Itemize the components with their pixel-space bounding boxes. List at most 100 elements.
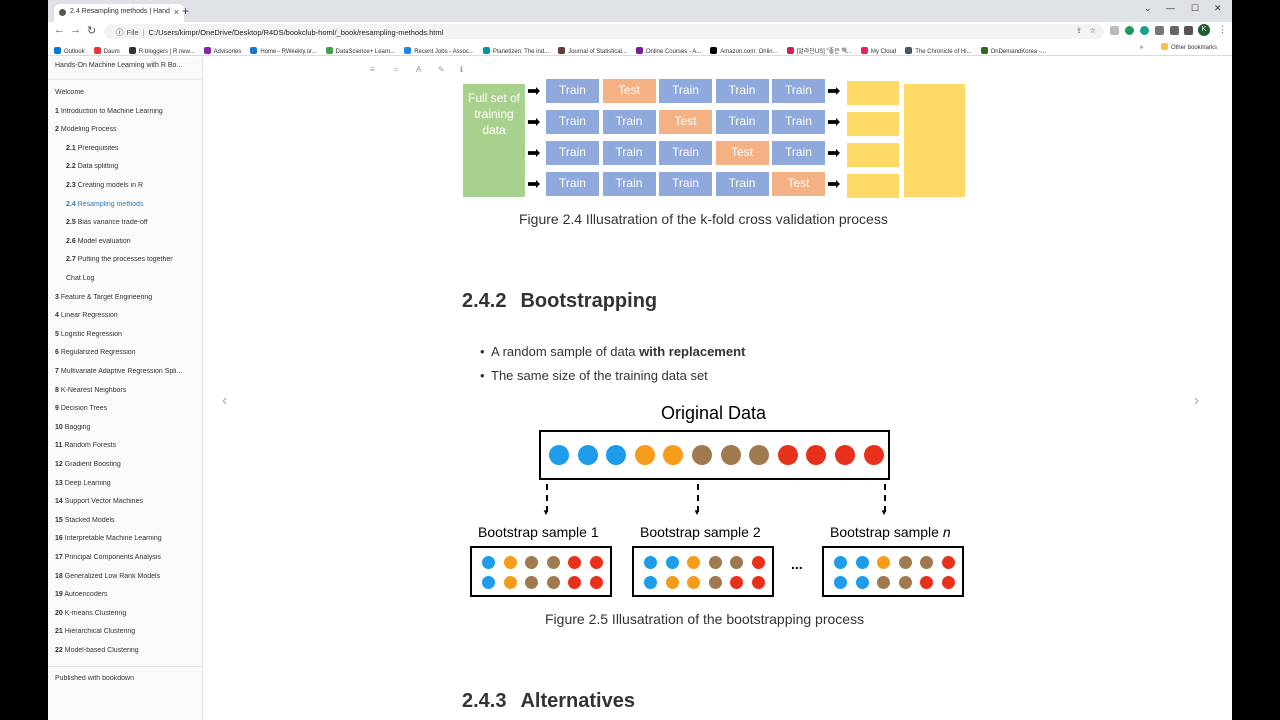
book-title[interactable]: Hands-On Machine Learning with R Bo... [48,57,202,80]
extensions-puzzle-icon[interactable] [1170,26,1179,35]
bookmark-item[interactable]: Outlook [54,44,85,55]
bookmark-item[interactable]: Amazon.com: Onlin... [710,44,778,55]
next-page-icon[interactable]: › [1194,392,1200,409]
bookmark-star-icon[interactable]: ☆ [1089,26,1096,35]
data-point-dot [665,576,679,589]
forward-icon[interactable]: → [70,24,81,36]
bookmark-item[interactable]: Advisories [203,44,241,55]
toc-item[interactable]: Welcome [55,89,200,96]
toc-item[interactable]: 14 Support Vector Machines [55,498,200,505]
toc-item[interactable]: 2.2 Data splitting [66,163,211,170]
bookmark-favicon-icon [980,47,988,54]
other-bookmarks[interactable]: Other bookmarks [1160,40,1217,55]
toc-item[interactable]: 6 Regularized Regression [55,349,200,356]
bookmark-item[interactable]: The Chronicle of Hi... [905,44,972,55]
arrow-icon: ➡ [827,145,841,162]
bullet-text: A random sample of data [491,344,640,359]
extension-icon[interactable] [1110,26,1119,35]
bookmark-item[interactable]: Journal of Statistical... [558,44,627,55]
toc-item[interactable]: 4 Linear Regression [55,312,200,319]
close-window-icon[interactable]: ✕ [1214,3,1222,13]
original-data-box [539,430,890,480]
chevron-down-icon[interactable]: ⌄ [1144,3,1152,13]
bookmark-label: R-bloggers | R new... [138,49,195,55]
menu-kebab-icon[interactable]: ⋮ [1218,24,1227,34]
info-icon[interactable]: ℹ [460,65,464,74]
maximize-icon[interactable]: ☐ [1191,3,1200,13]
toc-item-label: Putting the processes together [77,256,173,264]
minimize-icon[interactable]: — [1166,3,1175,13]
toc-item[interactable]: 10 Bagging [55,424,200,431]
toc-item[interactable]: 5 Logistic Regression [55,331,200,338]
toc-item[interactable]: 19 Autoencoders [55,591,200,598]
close-tab-icon[interactable]: × [173,7,179,17]
bookmarks-overflow-icon[interactable]: » [1139,45,1143,51]
reload-icon[interactable]: ↻ [87,25,97,37]
toc-item-label: Introduction to Machine Learning [60,107,163,115]
toc-item[interactable]: 2.3 Creating models in R [66,182,211,189]
data-point-dot [898,556,912,569]
toc-item[interactable]: 11 Random Forests [55,442,200,449]
extension-screen-icon[interactable] [1155,26,1164,35]
toc-item[interactable]: 1 Introduction to Machine Learning [55,108,200,115]
toc-item[interactable]: Chat Log [66,275,211,282]
toc-item-label: Linear Regression [60,312,118,320]
toc-item[interactable]: 3 Feature & Target Engineering [55,294,200,301]
bookmark-item[interactable]: My Cloud [860,44,896,55]
toc-item[interactable]: 12 Gradient Boosting [55,461,200,468]
toc-item[interactable]: 2 Modeling Process [55,126,200,133]
toc-item[interactable]: 2.7 Putting the processes together [66,256,211,263]
train-fold: Train [602,141,656,165]
share-icon[interactable]: ⇪ [1075,26,1082,35]
fold-performance-box [847,81,899,105]
toc-item[interactable]: 16 Interpretable Machine Learning [55,535,200,542]
previous-page-icon[interactable]: ‹ [222,392,228,409]
bookmark-item[interactable]: OnDemandKorea -... [980,44,1046,55]
bookmark-item[interactable]: [알라딘US] "좋은 책... [786,44,852,55]
bookmark-item[interactable]: Daum [93,44,120,55]
grammarly-icon[interactable] [1125,26,1134,35]
extension-drop-icon[interactable] [1140,26,1149,35]
published-with-link[interactable]: Published with bookdown [55,675,134,682]
toc-item[interactable]: 18 Generalized Low Rank Models [55,573,200,580]
bookmark-item[interactable]: R-bloggers | R new... [128,44,195,55]
data-point-dot [898,576,912,589]
toc-item[interactable]: 2.5 Bias variance trade-off [66,219,211,226]
toc-item[interactable]: 13 Deep Learning [55,480,200,487]
toc-item[interactable]: 17 Principal Components Analysis [55,554,200,561]
toc-item[interactable]: 2.6 Model evaluation [66,238,211,245]
toc-item[interactable]: 22 Model-based Clustering [55,647,200,654]
bookmark-item[interactable]: Recent Jobs - Assoc... [404,44,474,55]
toc-item[interactable]: 7 Multivariate Adaptive Regression Spli.… [55,368,200,375]
train-fold: Train [659,172,712,196]
data-point-dot [482,576,495,589]
bookmark-label: Daum [103,49,120,55]
bookmark-item[interactable]: DataScience+ Learn... [325,44,395,55]
browser-tab[interactable]: 2.4 Resampling methods | Hand × [54,4,184,22]
toc-item[interactable]: 2.1 Prerequisites [66,145,211,152]
toc-item-number: 2.3 [66,182,76,189]
search-icon[interactable]: ⌕ [394,65,399,74]
toc-item[interactable]: 8 K-Nearest Neighbors [55,387,200,394]
font-settings-icon[interactable]: A [416,65,422,74]
toc-toggle-icon[interactable]: ≡ [370,65,375,74]
toc-item[interactable]: 21 Hierarchical Clustering [55,628,200,635]
toc-item[interactable]: 2.4 Resampling methods [66,201,211,208]
edit-icon[interactable]: ✎ [438,65,445,74]
back-icon[interactable]: ← [54,24,65,36]
toc-item[interactable]: 9 Decision Trees [55,405,200,412]
sidepanel-icon[interactable] [1184,26,1193,35]
new-tab-icon[interactable]: + [182,4,190,18]
profile-avatar[interactable]: K [1198,24,1210,36]
train-fold: Train [659,141,712,165]
bookmark-favicon-icon [482,47,490,54]
fold-performance-box [847,143,899,167]
bookmark-item[interactable]: Home - RWeekly.or... [250,44,317,55]
data-point-dot [687,556,700,569]
bookmark-item[interactable]: Planetizen: The ind... [482,44,549,55]
toc-item[interactable]: 20 K-means Clustering [55,610,200,617]
arrow-icon: ➡ [527,145,541,162]
bookmark-item[interactable]: Online Courses - A... [635,44,701,55]
toc-item[interactable]: 15 Stacked Models [55,517,200,524]
